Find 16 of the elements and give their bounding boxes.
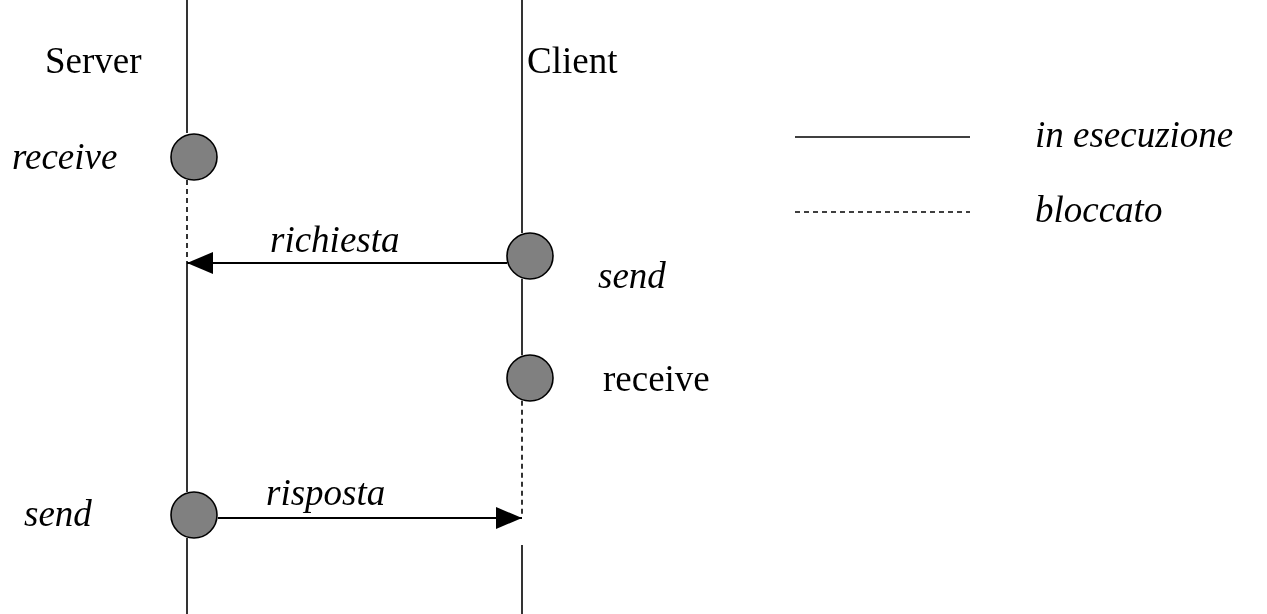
lifeline-label: Client	[527, 42, 618, 79]
event-label: send	[24, 495, 92, 532]
legend-label: bloccato	[1035, 191, 1163, 228]
event-label: receive	[603, 360, 710, 397]
edge-label: risposta	[266, 474, 386, 511]
message-arrow	[186, 252, 508, 274]
lifeline	[186, 262, 188, 493]
message-arrow	[216, 507, 523, 529]
lifeline	[521, 399, 523, 516]
edge-label: richiesta	[270, 221, 400, 258]
event-label: receive	[12, 138, 118, 175]
lifeline	[521, 277, 523, 357]
lifeline-label: Server	[45, 42, 142, 79]
event-label: send	[598, 257, 666, 294]
legend-label: in esecuzione	[1035, 116, 1234, 153]
lifeline	[186, 179, 188, 264]
